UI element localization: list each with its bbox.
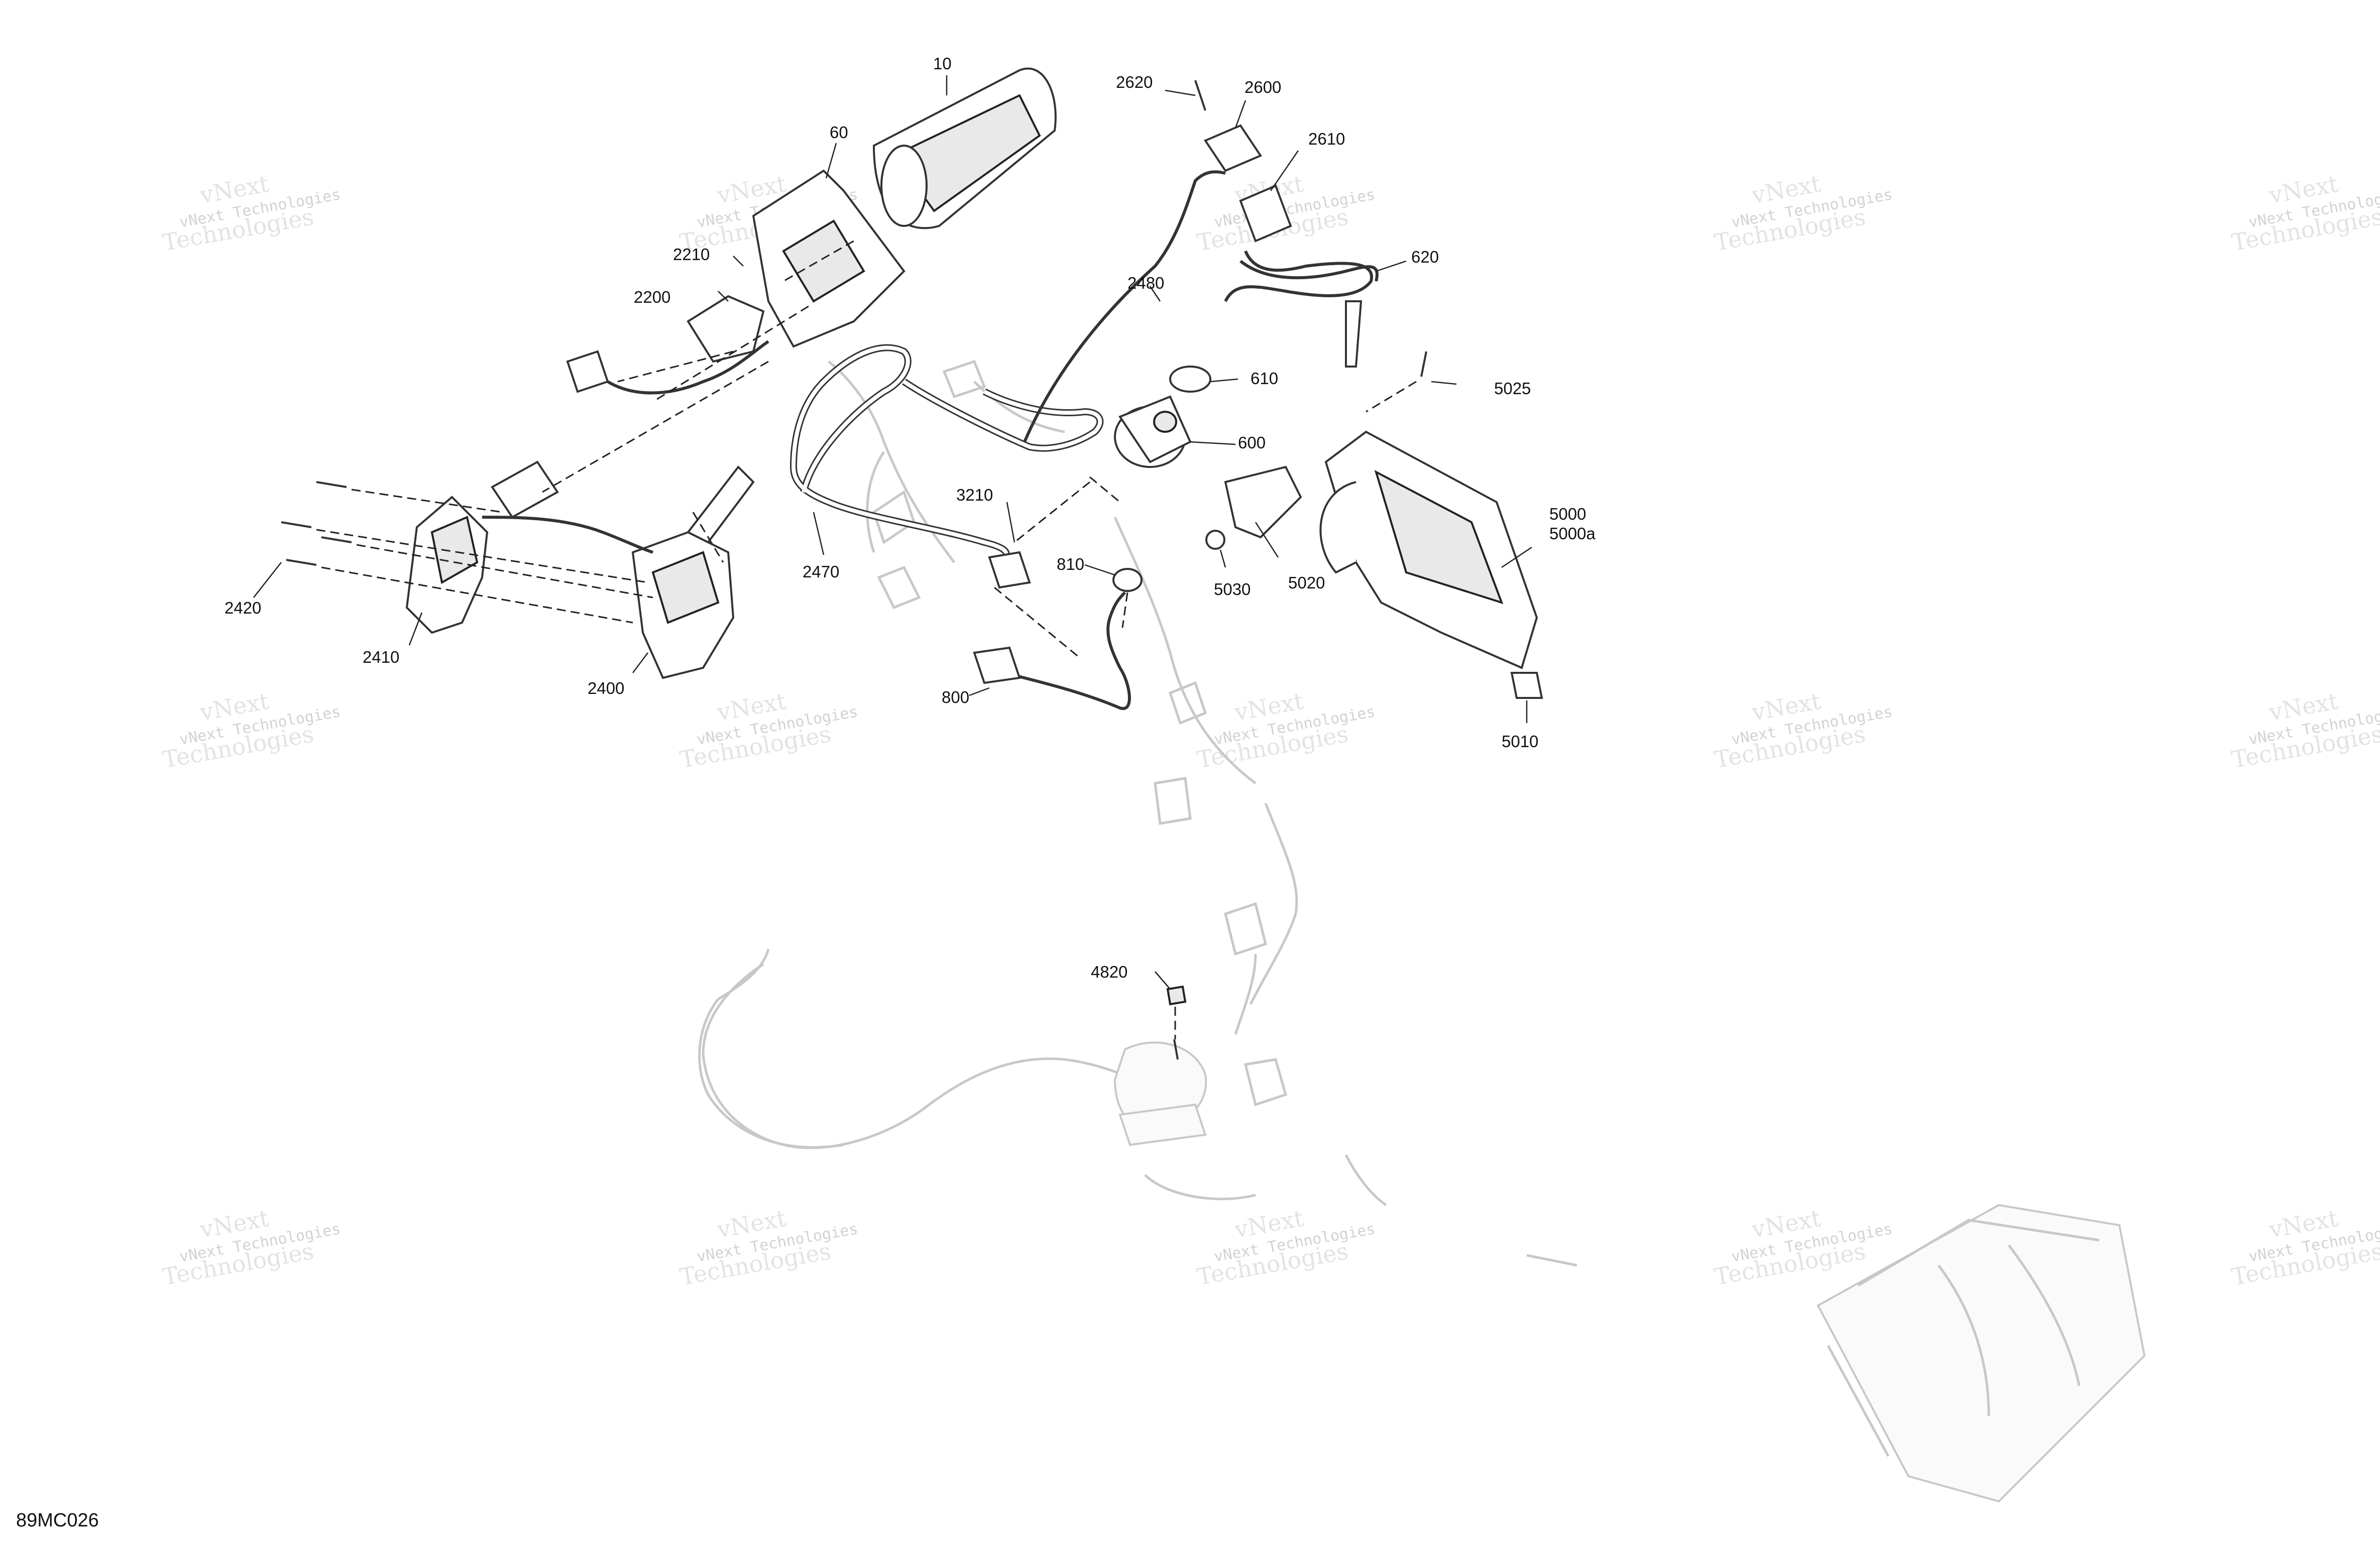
callout-2210: 2210 (673, 245, 710, 264)
callout-5030: 5030 (1214, 580, 1251, 599)
tether-620-part (1224, 250, 1374, 302)
stud-4820-part (1173, 1039, 1179, 1060)
switch-cover-part (405, 496, 489, 634)
switch-2600-part (1204, 124, 1262, 172)
callout-4820: 4820 (1091, 963, 1127, 981)
harness-2470-inner (791, 345, 1008, 559)
connector-800-part (973, 646, 1021, 684)
harness-lead-part (607, 340, 769, 395)
callout-800: 800 (942, 688, 969, 706)
callout-620: 620 (1411, 248, 1439, 266)
callout-2620: 2620 (1116, 73, 1153, 91)
callout-5000a: 5000a (1549, 524, 1596, 543)
module-5000-part (1319, 430, 1538, 669)
callout-2400: 2400 (588, 679, 624, 697)
callout-2480: 2480 (1127, 274, 1164, 292)
callout-2600: 2600 (1244, 78, 1281, 96)
callout-3210: 3210 (956, 486, 993, 504)
callout-5000: 5000 (1549, 505, 1586, 523)
callout-600: 600 (1238, 433, 1266, 452)
nut-5030-part (1205, 530, 1225, 550)
callout-2470: 2470 (803, 562, 839, 581)
screws-2420-part (281, 481, 352, 566)
tether-clip-part (1345, 300, 1363, 368)
switch-housing-part (631, 465, 755, 679)
nut-610-part (1169, 366, 1211, 393)
connector-plug-part (566, 350, 609, 393)
screw-2620-part (1194, 80, 1206, 111)
nut-5010-part (1510, 672, 1543, 699)
connector-switch-part (491, 460, 559, 519)
nut-4820-part (1166, 985, 1187, 1006)
figure-code: 89MC026 (16, 1510, 99, 1531)
callout-2610: 2610 (1308, 130, 1345, 148)
wire-800-part (1004, 591, 1131, 710)
bracket-5020-part (1224, 465, 1302, 539)
tether-620-coil (1239, 260, 1379, 282)
connector-2610-part (1239, 184, 1292, 243)
callout-610: 610 (1251, 369, 1278, 388)
key-switch-600-part (1114, 395, 1192, 468)
cable-2480-part (1023, 170, 1226, 443)
callout-5010: 5010 (1502, 732, 1538, 751)
callout-60: 60 (830, 123, 848, 142)
callout-5020: 5020 (1288, 573, 1325, 592)
gauge-cluster-part (872, 67, 1057, 229)
background-harness (698, 360, 2146, 1503)
switch-cable-part (482, 516, 653, 554)
parts-layer (281, 67, 1543, 1060)
callout-2420: 2420 (224, 599, 261, 617)
leader-lines (253, 75, 1532, 990)
callout-5025: 5025 (1494, 379, 1531, 398)
screw-5025-part (1420, 351, 1427, 377)
callout-2410: 2410 (363, 648, 399, 666)
callout-2200: 2200 (634, 288, 670, 306)
callout-10: 10 (933, 54, 952, 73)
bracket-part (752, 169, 905, 348)
callout-810: 810 (1057, 555, 1084, 573)
connector-3210-part (988, 551, 1031, 589)
harness-2480-part (902, 379, 1104, 452)
assembly-lines (316, 240, 1417, 1039)
callout-labels: 10 60 2200 2210 2400 2410 2420 2470 2480… (224, 54, 1596, 981)
bulb-810-part (1112, 568, 1143, 592)
